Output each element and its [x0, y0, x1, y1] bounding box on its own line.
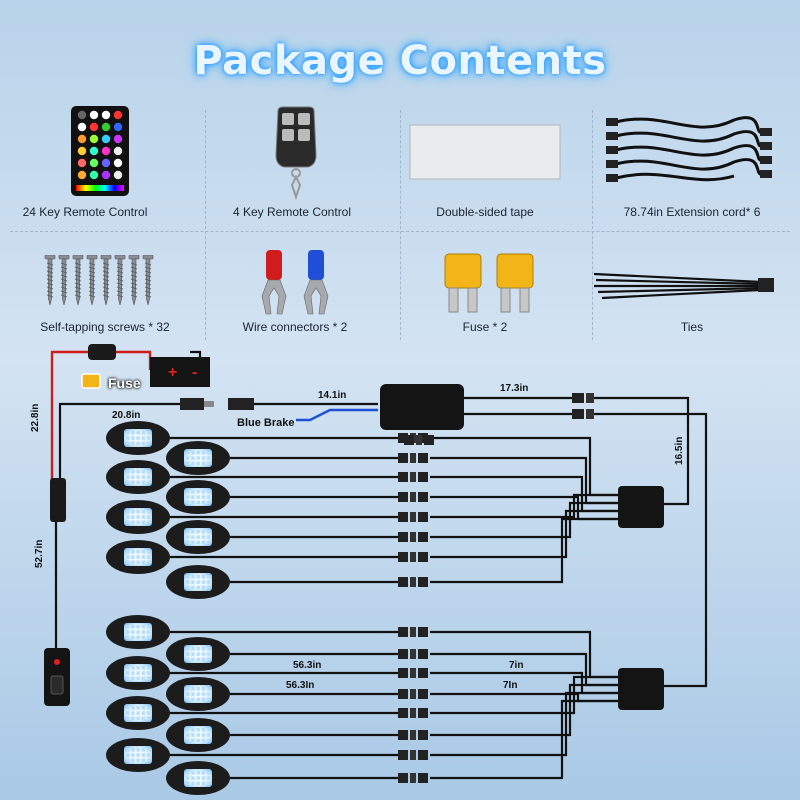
switch-indicator [54, 659, 60, 665]
led-rock-light [106, 460, 170, 494]
screws-icon [44, 255, 154, 306]
led-rock-light [166, 677, 230, 711]
led-rock-light [166, 637, 230, 671]
item-label: Wire connectors * 2 [242, 320, 348, 334]
led-rock-light [106, 500, 170, 534]
wire-connector [398, 649, 428, 659]
length-label: 56.3In [286, 680, 315, 691]
wire-connector [398, 577, 428, 587]
tape-icon [409, 124, 561, 180]
led-rock-light [166, 441, 230, 475]
length-label: 56.3in [293, 660, 322, 671]
item-double-sided-tape: Double-sided tape [395, 100, 595, 230]
wire-connector [398, 668, 428, 678]
wire-connector [398, 730, 428, 740]
item-label: 4 Key Remote Control [232, 205, 352, 219]
main-controller [380, 384, 464, 430]
dc-plug-tip [204, 401, 214, 407]
item-label: Double-sided tape [436, 205, 534, 219]
inline-connector [50, 478, 66, 522]
battery [150, 357, 210, 387]
wire-connectors-icon [261, 250, 329, 315]
controller-output-wire [464, 396, 572, 416]
wiring-diagram: + - [44, 344, 708, 795]
item-label: Self-tapping screws * 32 [40, 320, 170, 334]
length-label: 52.7in [34, 539, 45, 568]
led-rock-light [106, 656, 170, 690]
red-power-wire [50, 350, 90, 488]
wire-connector [398, 708, 428, 718]
led-rock-light [106, 738, 170, 772]
length-label: 17.3in [500, 383, 529, 394]
item-label: Ties [680, 320, 704, 334]
led-rock-light [106, 615, 170, 649]
length-label: 20.8in [112, 410, 141, 421]
controller-output-connector [572, 393, 594, 419]
length-label: 14.1in [318, 390, 347, 401]
wire-connector [404, 435, 434, 445]
fuse-label: Fuse [108, 375, 141, 391]
key-fob-icon [275, 106, 317, 200]
ground-wire [58, 402, 180, 488]
led-rock-light [166, 761, 230, 795]
led-rock-light [106, 421, 170, 455]
length-label: 7in [509, 660, 524, 671]
battery-minus: - [192, 364, 197, 381]
grid-divider [10, 231, 790, 232]
splitter-hub-upper [618, 486, 664, 528]
item-label: 78.74in Extension cord* 6 [623, 205, 761, 219]
grid-divider [400, 110, 401, 340]
fuse-icon [444, 253, 534, 313]
wire-connector [398, 552, 428, 562]
hub1-feed-wire [594, 396, 690, 506]
wire-connector [398, 689, 428, 699]
blue-brake-wire [296, 408, 378, 422]
length-label: 16.5in [674, 436, 685, 465]
led-rock-light [166, 718, 230, 752]
item-label: Fuse * 2 [462, 320, 508, 334]
page-title: Package Contents [193, 38, 607, 84]
length-label: 7In [503, 680, 518, 691]
led-rock-light [166, 480, 230, 514]
item-4-key-remote: 4 Key Remote Control [200, 100, 400, 230]
grid-divider [592, 110, 593, 340]
rgb-remote-icon [71, 106, 129, 196]
wire-connector [398, 512, 428, 522]
blue-brake-label: Blue Brake [237, 417, 295, 429]
item-extension-cord: 78.74in Extension cord* 6 [592, 100, 792, 230]
cable-ties-icon [593, 272, 774, 300]
item-screws: Self-tapping screws * 32 [0, 240, 200, 340]
splitter-hub-lower [618, 668, 664, 710]
led-rock-light [166, 565, 230, 599]
wire-connector [398, 472, 428, 482]
fuse-holder [88, 344, 116, 360]
wire-connector [398, 627, 428, 637]
led-rock-light [166, 520, 230, 554]
wire-connector [398, 532, 428, 542]
grid-divider [205, 110, 206, 340]
item-24-key-remote: 24 Key Remote Control [0, 100, 200, 230]
extension-cord-icon [606, 116, 772, 182]
dc-jack [228, 398, 254, 410]
wire-connector [398, 492, 428, 502]
dc-plug [180, 398, 204, 410]
item-wire-connectors: Wire connectors * 2 [200, 240, 400, 340]
item-fuses: Fuse * 2 [395, 240, 595, 340]
hub2-feed-wire [594, 412, 708, 688]
wire-connector [398, 773, 428, 783]
switch-toggle [50, 675, 64, 695]
led-rock-light [106, 696, 170, 730]
led-rock-light [106, 540, 170, 574]
wire-connector [398, 453, 428, 463]
item-cable-ties: Ties [592, 240, 792, 340]
wire-connector [398, 750, 428, 760]
length-label: 22.8in [30, 403, 41, 432]
battery-plus: + [168, 364, 177, 381]
item-label: 24 Key Remote Control [22, 205, 148, 219]
fuse-icon [81, 373, 101, 389]
